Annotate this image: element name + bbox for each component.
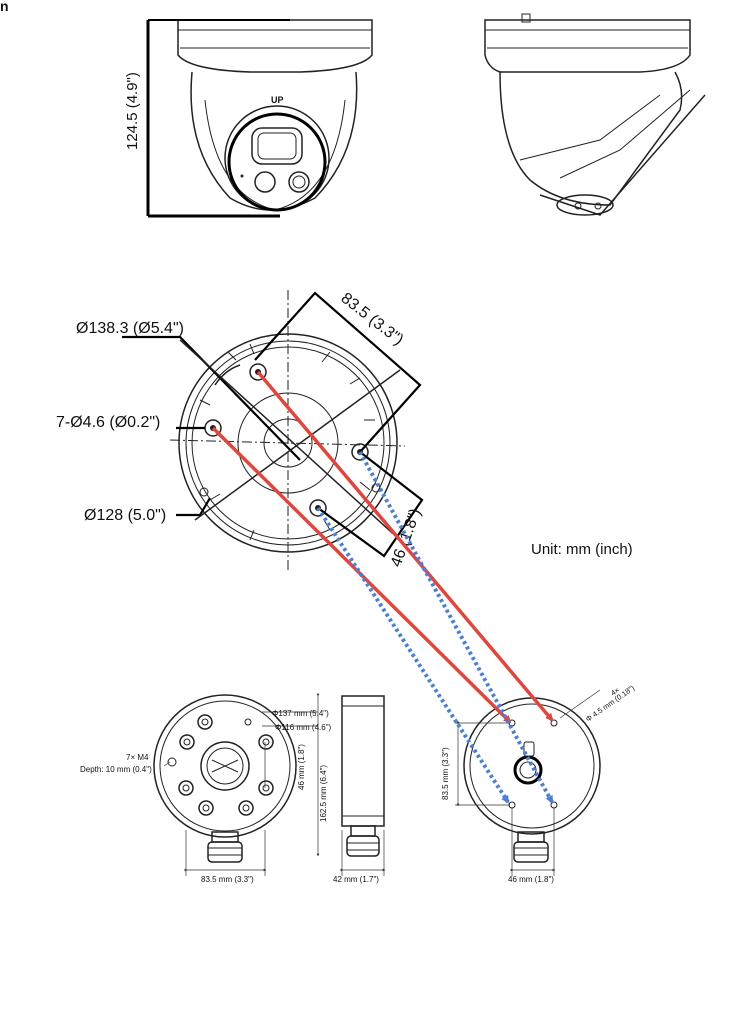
- camera-side-view: [484, 13, 706, 216]
- junction-box-side-view: 42 mm (1.7"): [333, 695, 386, 884]
- spacing-long-label: 83.5 (3.3"): [338, 290, 407, 349]
- junction-box-back-view: 83.5 mm (3.3") 46 mm (1.8") 4× Φ 4.5 mm …: [441, 683, 637, 884]
- jbox-screw-depth: Depth: 10 mm (0.4"): [80, 765, 152, 774]
- red-arrow-2: [256, 370, 554, 722]
- jbox-back-holes-count: 4×: [609, 685, 621, 697]
- base-plate-view: Ø138.3 (Ø5.4") 7-Ø4.6 (Ø0.2") Ø128 (5.0"…: [56, 290, 425, 570]
- alignment-arrows: [211, 370, 554, 804]
- jbox-outer-diameter: Φ137 mm (5.4"): [272, 709, 329, 718]
- hole-spec-label: 7-Ø4.6 (Ø0.2"): [56, 414, 160, 431]
- jbox-screws-label: 7× M4: [126, 753, 149, 762]
- jbox-side-depth: 42 mm (1.7"): [333, 875, 379, 884]
- up-mark: UP: [271, 95, 284, 105]
- blue-dotted-arrow-1: [316, 506, 510, 804]
- camera-front-view: UP 124.5 (4.9"): [124, 19, 373, 218]
- outer-diameter-label: Ø138.3 (Ø5.4"): [76, 320, 184, 337]
- jbox-back-vertical: 83.5 mm (3.3"): [441, 747, 450, 800]
- jbox-dim-162: 162.5 mm (6.4"): [319, 765, 328, 822]
- jbox-dim-46: 46 mm (1.8"): [297, 744, 306, 790]
- jbox-back-bottom: 46 mm (1.8"): [508, 875, 554, 884]
- unit-note: Unit: mm (inch): [531, 541, 633, 558]
- junction-box-front-view: Φ137 mm (5.4") Φ116 mm (4.6") 7× M4 Dept…: [80, 693, 332, 884]
- corner-mark: n: [0, 0, 9, 14]
- jbox-inner-diameter: Φ116 mm (4.6"): [275, 723, 332, 732]
- jbox-dim-83-bottom: 83.5 mm (3.3"): [201, 875, 254, 884]
- camera-height-label: 124.5 (4.9"): [124, 72, 141, 150]
- inner-diameter-label: Ø128 (5.0"): [84, 507, 166, 524]
- blue-dotted-arrow-2: [358, 451, 554, 804]
